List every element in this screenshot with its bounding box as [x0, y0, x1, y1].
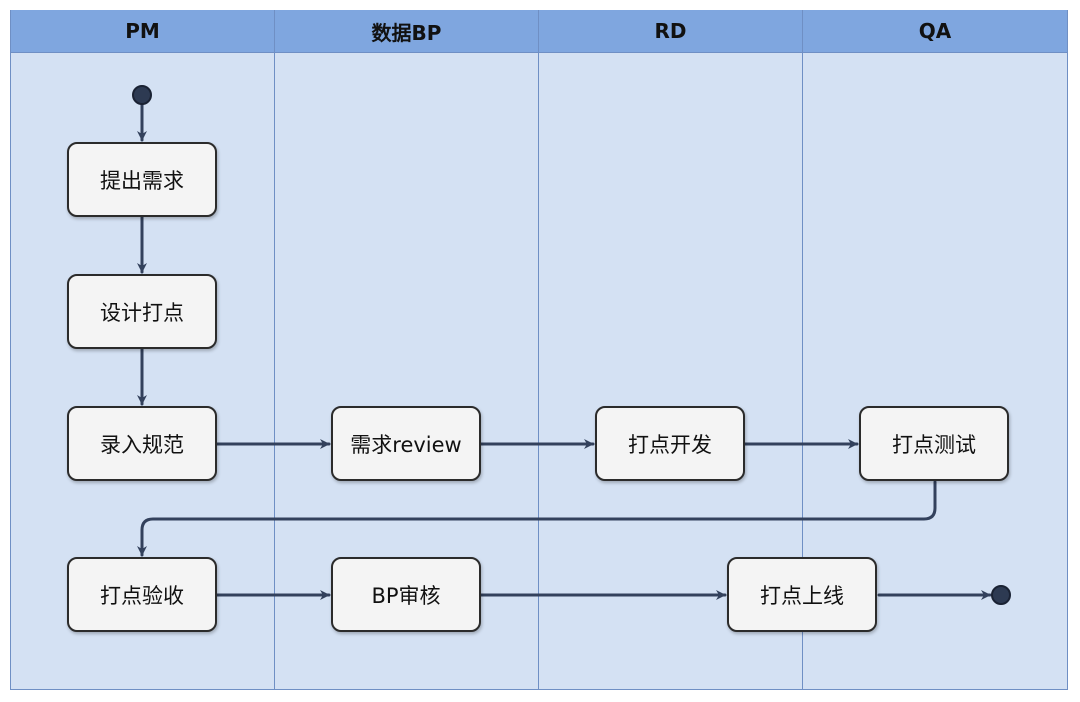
lane-header-rd: RD	[539, 10, 802, 53]
lane-divider	[274, 10, 275, 690]
lane-header-qa: QA	[803, 10, 1067, 53]
node-design-tracking: 设计打点	[67, 274, 217, 349]
lane-header-pm: PM	[11, 10, 274, 53]
node-tracking-dev: 打点开发	[595, 406, 745, 481]
node-tracking-acceptance: 打点验收	[67, 557, 217, 632]
lane-header-data-bp: 数据BP	[275, 10, 538, 53]
node-submit-requirement: 提出需求	[67, 142, 217, 217]
node-tracking-test: 打点测试	[859, 406, 1009, 481]
node-enter-spec: 录入规范	[67, 406, 217, 481]
node-bp-audit: BP审核	[331, 557, 481, 632]
node-requirement-review: 需求review	[331, 406, 481, 481]
node-tracking-launch: 打点上线	[727, 557, 877, 632]
lane-divider	[802, 10, 803, 690]
lane-divider	[538, 10, 539, 690]
